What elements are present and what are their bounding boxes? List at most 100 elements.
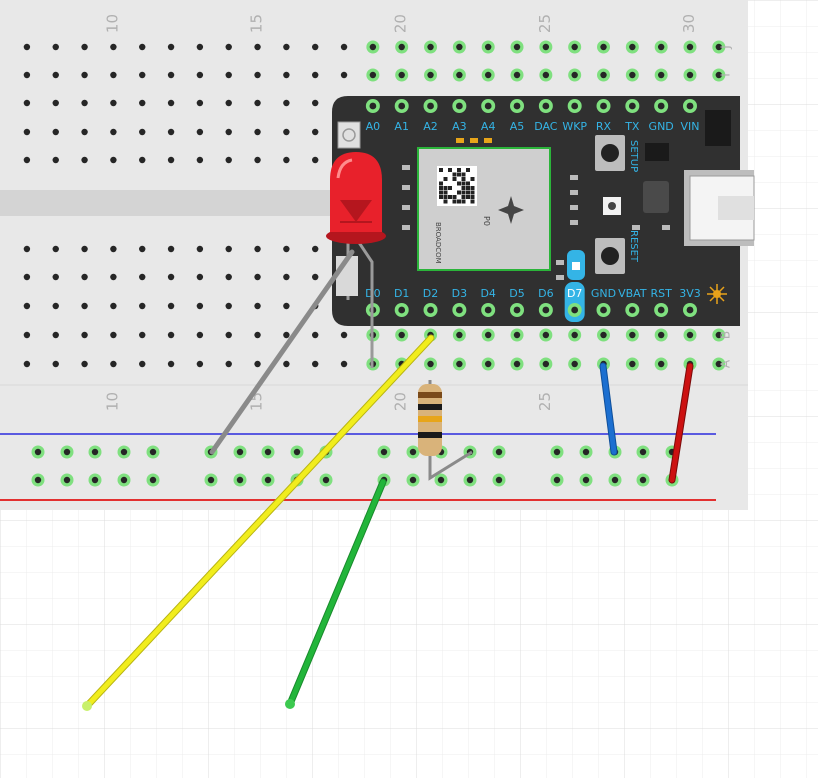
breadboard-hole[interactable] [167,128,175,136]
breadboard-hole[interactable] [254,331,261,339]
breadboard-hole[interactable] [283,43,290,51]
breadboard-hole[interactable] [167,302,175,310]
breadboard-hole[interactable] [110,128,117,136]
breadboard-hole[interactable] [225,331,232,339]
breadboard-hole[interactable] [654,68,668,82]
wires[interactable] [82,249,694,711]
breadboard-hole[interactable] [167,71,175,79]
breadboard-hole[interactable] [52,156,59,164]
breadboard-hole[interactable] [481,328,495,342]
wire-yellow[interactable] [84,335,434,709]
power-rail-hole[interactable] [233,473,247,487]
photon-top-pin[interactable]: RX [596,99,612,133]
breadboard-hole[interactable] [254,156,261,164]
breadboard-hole[interactable] [568,68,582,82]
breadboard-hole[interactable] [225,99,232,107]
breadboard-hole[interactable] [196,156,204,164]
breadboard-hole[interactable] [481,40,495,54]
breadboard-hole[interactable] [654,357,668,371]
photon-top-pin[interactable]: A5 [510,99,525,133]
wire-green-end[interactable] [285,699,295,709]
power-rail-hole[interactable] [60,473,74,487]
breadboard-hole[interactable] [52,302,59,310]
breadboard-hole[interactable] [225,128,232,136]
breadboard-hole[interactable] [283,99,290,107]
power-rail-hole[interactable] [88,445,102,459]
breadboard-hole[interactable] [683,68,697,82]
breadboard-hole[interactable] [196,360,204,368]
breadboard-hole[interactable] [283,331,290,339]
usb-connector[interactable] [684,170,755,246]
breadboard-hole[interactable] [52,99,59,107]
power-rail-hole[interactable] [550,445,564,459]
breadboard-hole[interactable] [597,40,611,54]
breadboard-hole[interactable] [196,273,204,281]
photon-bottom-pin[interactable]: 3V3 [679,287,701,317]
photon-bottom-pin[interactable]: D2 [423,287,438,317]
breadboard-hole[interactable] [424,357,438,371]
breadboard-hole[interactable] [510,68,524,82]
breadboard-hole[interactable] [312,156,319,164]
breadboard-hole[interactable] [23,99,31,107]
breadboard-hole[interactable] [625,328,639,342]
breadboard-hole[interactable] [81,245,88,253]
breadboard-hole[interactable] [139,156,146,164]
breadboard-hole[interactable] [167,360,175,368]
breadboard-hole[interactable] [81,360,88,368]
breadboard-hole[interactable] [139,302,146,310]
power-rail-hole[interactable] [233,445,247,459]
breadboard-hole[interactable] [23,245,31,253]
breadboard-hole[interactable] [81,273,88,281]
wire-blue[interactable] [600,363,617,455]
breadboard-hole[interactable] [225,245,232,253]
breadboard-hole[interactable] [23,273,31,281]
breadboard-hole[interactable] [283,156,290,164]
breadboard-hole[interactable] [424,68,438,82]
breadboard-holes[interactable] [23,40,726,487]
breadboard-hole[interactable] [452,328,466,342]
breadboard-hole[interactable] [254,245,261,253]
breadboard-hole[interactable] [312,99,319,107]
photon-top-pin[interactable]: TX [624,99,640,133]
breadboard-hole[interactable] [81,43,88,51]
power-rail-hole[interactable] [463,473,477,487]
breadboard-hole[interactable] [225,360,232,368]
breadboard-hole[interactable] [340,43,348,51]
power-rail-hole[interactable] [406,473,420,487]
breadboard-hole[interactable] [283,245,290,253]
power-rail-hole[interactable] [550,473,564,487]
breadboard-hole[interactable] [139,245,146,253]
power-rail-hole[interactable] [319,473,333,487]
power-rail-hole[interactable] [377,445,391,459]
wire-red[interactable] [669,363,693,483]
breadboard-hole[interactable] [283,302,290,310]
photon-top-pin[interactable]: DAC [534,99,558,133]
breadboard-hole[interactable] [167,331,175,339]
photon-bottom-pin[interactable]: GND [591,287,616,317]
breadboard-hole[interactable] [225,71,232,79]
breadboard-hole[interactable] [167,273,175,281]
breadboard-hole[interactable] [23,360,31,368]
breadboard-hole[interactable] [283,71,290,79]
breadboard-hole[interactable] [597,68,611,82]
breadboard-hole[interactable] [312,273,319,281]
breadboard-hole[interactable] [283,360,290,368]
breadboard-hole[interactable] [654,328,668,342]
breadboard-hole[interactable] [110,43,117,51]
photon-bottom-pin[interactable]: D1 [394,287,409,317]
breadboard-hole[interactable] [139,273,146,281]
breadboard-hole[interactable] [424,40,438,54]
power-rail-hole[interactable] [60,445,74,459]
breadboard-hole[interactable] [254,128,261,136]
power-rail-hole[interactable] [290,445,304,459]
photon-top-pin[interactable]: WKP [562,99,587,133]
breadboard-hole[interactable] [110,331,117,339]
photon-top-pin[interactable]: A3 [452,99,467,133]
breadboard-hole[interactable] [340,360,348,368]
breadboard-hole[interactable] [539,40,553,54]
photon-bottom-pin[interactable]: D7 [564,282,585,322]
breadboard-hole[interactable] [254,273,261,281]
breadboard-hole[interactable] [196,128,204,136]
power-rail-hole[interactable] [117,445,131,459]
